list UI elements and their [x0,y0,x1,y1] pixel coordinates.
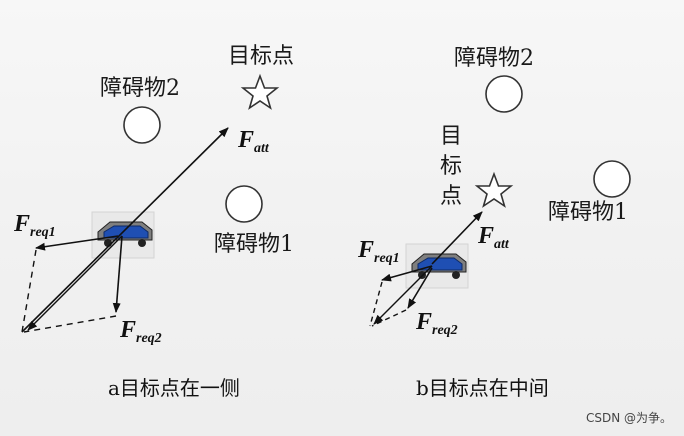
obstacle1-circle-b [593,160,631,198]
obstacle1-circle-a [225,185,263,223]
target-star-a [240,73,280,110]
obstacle2-label-a: 障碍物2 [100,76,180,101]
f-req2-main-a: F [120,317,137,343]
f-req2-main-b: F [416,309,433,335]
f-req2-label-b: Freq2 [416,310,458,338]
f-att-main-b: F [478,223,495,249]
target-label-a: 目标点 [228,44,295,69]
obstacle1-label-a: 障碍物1 [214,232,294,257]
obstacle2-label-b: 障碍物2 [454,46,534,71]
dashed-guide-b2 [371,309,407,327]
target-char-3-b: 点 [440,184,463,209]
car-a [91,211,155,259]
f-req1-arrow-a [35,235,119,251]
f-req1-arrow-b [381,265,433,282]
f-att-label-a: Fatt [238,128,269,156]
resultant-arrow-b [373,265,433,325]
f-att-sub-a: att [254,141,269,156]
f-req1-main-a: F [14,211,31,237]
f-req2-sub-b: req2 [432,323,458,338]
obstacle2-circle-b [485,75,523,113]
f-req1-label-a: Freq1 [14,212,56,240]
f-att-arrow-a [21,127,229,333]
dashed-guide-b1 [369,281,383,327]
f-req1-main-b: F [358,237,375,263]
panel-a-graphics [21,73,280,333]
target-char-2-b: 标 [440,154,463,179]
watermark: CSDN @为争。 [585,411,672,425]
f-att-arrow-b [431,211,483,265]
f-req1-sub-a: req1 [30,225,56,240]
f-att-label-b: Fatt [478,224,509,252]
dashed-guide-a2 [23,315,117,333]
f-req2-label-a: Freq2 [120,318,162,346]
f-req1-sub-b: req1 [374,251,400,266]
f-req2-arrow-b [407,267,433,309]
caption-a: a目标点在一侧 [108,376,240,400]
f-att-sub-b: att [494,237,509,252]
obstacle1-label-b: 障碍物1 [548,200,628,225]
f-att-main-a: F [238,127,255,153]
resultant-arrow-a [27,235,123,331]
car-b [405,243,469,289]
panel-b-graphics [369,75,631,327]
f-req2-arrow-a [112,235,123,313]
dashed-guide-a1 [21,249,37,333]
caption-b: b目标点在中间 [416,376,549,400]
f-req1-label-b: Freq1 [358,238,400,266]
obstacle2-circle-a [123,106,161,144]
target-star-b [474,171,514,208]
f-req2-sub-a: req2 [136,331,162,346]
target-char-1-b: 目 [440,124,463,149]
